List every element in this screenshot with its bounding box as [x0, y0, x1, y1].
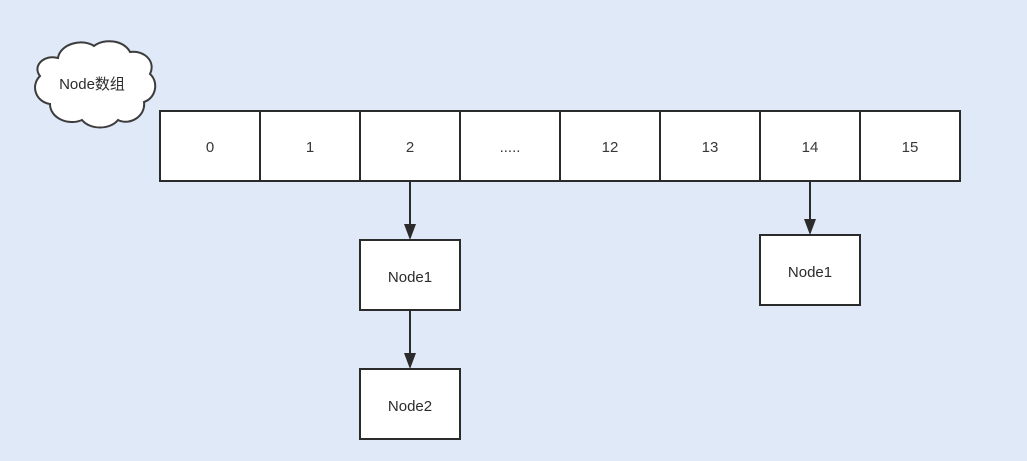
- array-cell-14-box: [759, 110, 861, 182]
- cloud-label: Node数组: [59, 76, 125, 93]
- array-cell-12-box: [559, 110, 661, 182]
- array-cell-12[interactable]: 12: [559, 110, 661, 182]
- edge-node1-to-node2-arrowhead: [404, 353, 416, 369]
- edge-cell14-to-node1: [804, 181, 816, 235]
- array-cell-2-label: 2: [406, 139, 414, 156]
- node-bucket2-2-label: Node2: [388, 398, 432, 415]
- node-bucket2-2[interactable]: Node2: [359, 368, 461, 440]
- edge-cell14-to-node1-arrowhead: [804, 219, 816, 235]
- array-cell-15[interactable]: 15: [859, 110, 961, 182]
- array-cell-15-box: [859, 110, 961, 182]
- array-cell-0-label: 0: [206, 139, 214, 156]
- edge-cell2-to-node1-arrowhead: [404, 224, 416, 240]
- array-cell-13-box: [659, 110, 761, 182]
- array-cell-1-box: [259, 110, 361, 182]
- node-bucket2-1[interactable]: Node1: [359, 239, 461, 311]
- array-cell-2-box: [359, 110, 461, 182]
- node-bucket14-1[interactable]: Node1: [759, 234, 861, 306]
- array-cell-ellipsis-box: [459, 110, 561, 182]
- array-cell-14-label: 14: [802, 139, 819, 156]
- array-cell-2[interactable]: 2: [359, 110, 461, 182]
- node-bucket14-1-label: Node1: [788, 264, 832, 281]
- edge-cell2-to-node1: [404, 181, 416, 240]
- array-cell-14[interactable]: 14: [759, 110, 861, 182]
- node-bucket14-1-box: [759, 234, 861, 306]
- cloud-shape: [34, 40, 157, 129]
- cloud-callout[interactable]: Node数组: [34, 40, 157, 129]
- array-cell-15-label: 15: [902, 139, 919, 156]
- array-cell-ellipsis[interactable]: .....: [459, 110, 561, 182]
- array-cell-1[interactable]: 1: [259, 110, 361, 182]
- array-cell-13[interactable]: 13: [659, 110, 761, 182]
- edge-node1-to-node2: [404, 310, 416, 369]
- node-bucket2-1-box: [359, 239, 461, 311]
- node-array[interactable]: 0 1 2 ..... 12 13: [159, 110, 961, 182]
- array-cell-1-label: 1: [306, 139, 314, 156]
- array-cell-0[interactable]: 0: [159, 110, 261, 182]
- array-cell-ellipsis-label: .....: [500, 139, 521, 156]
- array-cell-12-label: 12: [602, 139, 619, 156]
- node-bucket2-2-box: [359, 368, 461, 440]
- array-cell-13-label: 13: [702, 139, 719, 156]
- node-bucket2-1-label: Node1: [388, 269, 432, 286]
